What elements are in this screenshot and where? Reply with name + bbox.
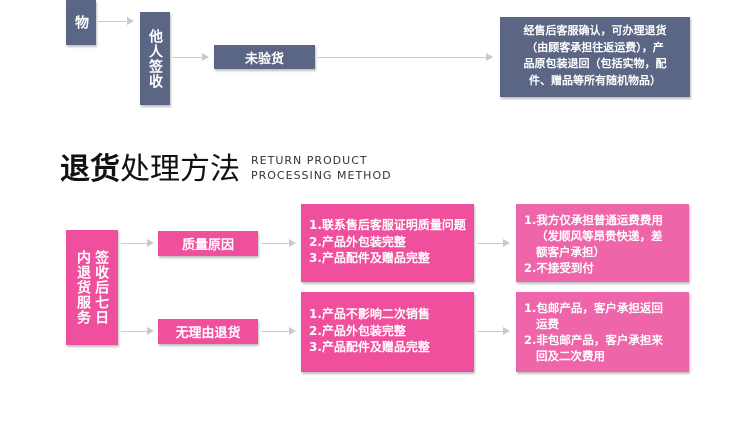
connector-arrow	[289, 239, 296, 247]
service-note-line: 经售后客服确认，可办理退货	[523, 24, 667, 37]
branch-label-box-quality: 质量原因	[158, 231, 258, 256]
service-note-line: （由顾客承担往返运费），产	[526, 40, 664, 54]
result-line: 回及二次费用	[536, 349, 605, 363]
conditions-box-quality: 1.联系售后客服证明质量问题 2.产品外包装完整 3.产品配件及赠品完整	[301, 204, 474, 282]
section-title-en-line1: RETURN PRODUCT	[251, 154, 368, 167]
connector-arrow	[503, 327, 510, 335]
condition-line: 2.产品外包装完整	[309, 234, 406, 249]
result-line: 2.不接受到付	[524, 261, 594, 275]
returns-root-col2: 内退货服务	[75, 250, 91, 325]
result-line: 1.我方仅承担普通运费费用	[524, 213, 663, 227]
other-sign-box: 他人签收	[140, 12, 170, 105]
not-inspected-box: 未验货	[214, 45, 315, 69]
result-line: （发顺风等昂贵快递，差	[536, 229, 663, 243]
connector-arrow	[503, 239, 510, 247]
section-title-en: RETURN PRODUCT PROCESSING METHOD	[251, 153, 392, 183]
connector-arrow	[289, 327, 296, 335]
flow-cutoff-box: 物	[66, 0, 96, 45]
result-box-quality: 1.我方仅承担普通运费费用 （发顺风等昂贵快递，差 额客户承担） 2.不接受到付	[516, 204, 689, 282]
connector-line	[172, 57, 202, 58]
service-note-line: 件、赠品等所有随机物品）	[529, 73, 661, 87]
connector-line	[318, 57, 486, 58]
result-box-no-reason: 1.包邮产品，客户承担返回 运费 2.非包邮产品，客户承担来 回及二次费用	[516, 292, 689, 372]
returns-root-col1: 签收后七日	[93, 250, 110, 325]
branch-label-quality: 质量原因	[181, 238, 234, 253]
connector-arrow	[486, 53, 493, 61]
result-line: 运费	[536, 317, 559, 331]
service-note-line: 品原包装退回（包括实物，配	[523, 57, 667, 70]
not-inspected-label: 未验货	[244, 51, 284, 67]
connector-line	[98, 21, 126, 22]
result-line: 2.非包邮产品，客户承担来	[524, 333, 663, 347]
condition-line: 1.联系售后客服证明质量问题	[309, 218, 466, 232]
connector-line	[121, 331, 147, 332]
condition-line: 1.产品不影响二次销售	[309, 307, 430, 321]
returns-root-box: 签收后七日 内退货服务	[66, 230, 118, 345]
connector-line	[478, 331, 503, 332]
result-line: 额客户承担）	[536, 245, 605, 259]
condition-line: 3.产品配件及赠品完整	[309, 251, 430, 265]
branch-label-no-reason: 无理由退货	[175, 326, 241, 341]
section-title: 退货处理方法	[60, 144, 240, 188]
connector-line	[262, 331, 289, 332]
condition-line: 2.产品外包装完整	[309, 323, 406, 338]
section-title-normal: 处理方法	[120, 152, 240, 187]
connector-arrow	[147, 239, 154, 247]
condition-line: 3.产品配件及赠品完整	[309, 340, 430, 354]
connector-arrow	[202, 53, 209, 61]
other-sign-label: 他人签收	[147, 28, 164, 89]
branch-label-box-no-reason: 无理由退货	[158, 319, 258, 344]
conditions-box-no-reason: 1.产品不影响二次销售 2.产品外包装完整 3.产品配件及赠品完整	[301, 292, 474, 372]
connector-line	[478, 243, 503, 244]
service-note-box: 经售后客服确认，可办理退货 （由顾客承担往返运费），产 品原包装退回（包括实物，…	[500, 17, 690, 97]
connector-arrow	[127, 17, 134, 25]
result-line: 1.包邮产品，客户承担返回	[524, 301, 663, 315]
connector-line	[121, 243, 147, 244]
connector-line	[262, 243, 289, 244]
section-title-en-line2: PROCESSING METHOD	[251, 169, 392, 182]
flow-cutoff-label: 物	[73, 15, 90, 30]
section-title-bold: 退货	[60, 152, 120, 187]
connector-arrow	[147, 327, 154, 335]
